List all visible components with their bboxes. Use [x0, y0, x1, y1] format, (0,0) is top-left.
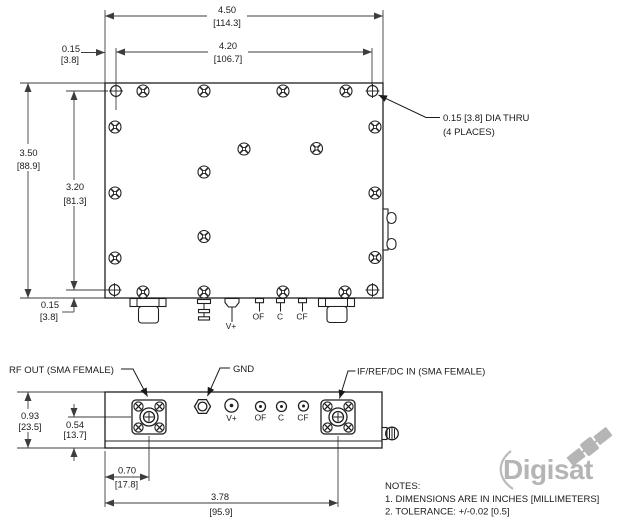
cf-feedthrough-front	[297, 400, 310, 412]
cf-feedthrough-top	[297, 297, 308, 312]
dim-height-holes-in: 3.20	[66, 182, 84, 192]
dim-width-total-in: 4.50	[218, 5, 236, 15]
top-view: V+ OF C CF 0.15 [3.8] DIA THRU (4 PLACES…	[104, 82, 530, 331]
dim-edge-offset-bottom-mm: [3.8]	[40, 312, 58, 322]
front-view: V+ OF C CF RF OUT (SMA FEMALE) GND IF/RE…	[9, 364, 485, 449]
c-feedthrough-top	[275, 297, 286, 312]
rf-out-label: RF OUT (SMA FEMALE)	[9, 365, 114, 376]
screw-icon	[368, 186, 382, 200]
mounting-hole-icon	[364, 83, 381, 99]
screw-icon	[197, 165, 211, 179]
dim-edge-offset-top-in: 0.15	[62, 44, 80, 54]
flange-screw-icon	[154, 422, 165, 433]
enclosure-outline-front	[104, 391, 383, 449]
dim-height-total-mm: [88.9]	[17, 161, 40, 171]
pin-label-vplus-top: V+	[226, 321, 237, 331]
pin-label-vplus-front: V+	[226, 413, 237, 423]
flange-screw-icon	[133, 422, 144, 433]
front-view-dimension-lines	[13, 391, 339, 507]
hole-callout-leader	[378, 94, 440, 118]
dim-front-height-mm: [23.5]	[18, 422, 41, 432]
screw-icon	[309, 141, 324, 156]
dim-width-total-mm: [114.3]	[213, 18, 241, 28]
vplus-feedthrough-front	[224, 398, 239, 413]
flange-screw-icon	[343, 422, 354, 433]
rf-out-sma-connector	[131, 399, 167, 435]
screw-icon	[197, 229, 211, 244]
watermark-swoosh	[499, 450, 514, 490]
notes-line2: 2. TOLERANCE: +/-0.02 [0.5]	[385, 507, 510, 518]
screw-icon	[197, 285, 211, 299]
screw-icon	[136, 84, 150, 98]
dim-width-holes-mm: [106.7]	[214, 54, 242, 64]
if-in-connector-top	[317, 297, 356, 324]
side-connector-front	[381, 426, 399, 441]
screw-icon	[276, 84, 290, 98]
mounting-hole-icon	[364, 282, 381, 298]
screw-icon	[339, 84, 353, 98]
dim-width-holes-in: 4.20	[219, 41, 237, 51]
hole-callout-line2: (4 PLACES)	[443, 127, 495, 138]
if-in-leader	[338, 370, 356, 399]
satellite-icon	[566, 427, 613, 466]
gnd-hex-nut	[193, 398, 212, 415]
pin-label-of-front: OF	[255, 413, 267, 423]
flange-screw-icon	[322, 422, 333, 433]
if-in-label: IF/REF/DC IN (SMA FEMALE)	[357, 367, 485, 378]
dim-connector-span-mm: [95.9]	[209, 507, 232, 517]
dim-height-total-in: 3.50	[19, 148, 37, 158]
pin-label-of-top: OF	[253, 312, 265, 322]
flange-screw-icon	[133, 401, 144, 412]
c-feedthrough-front	[275, 400, 288, 413]
rf-out-connector-top	[129, 297, 167, 324]
enclosure-outline-top	[104, 82, 384, 299]
of-feedthrough-front	[254, 400, 267, 413]
dim-edge-offset-bottom-in: 0.15	[41, 300, 59, 310]
pin-label-cf-front: CF	[297, 413, 308, 423]
pin-label-cf-top: CF	[296, 312, 307, 322]
watermark: Digisat	[499, 427, 613, 490]
dim-center-height-in: 0.54	[66, 420, 84, 430]
if-in-sma-connector	[320, 399, 356, 435]
notes-title: NOTES:	[385, 481, 420, 492]
dim-height-holes-mm: [81.3]	[63, 196, 86, 206]
dim-center-height-mm: [13.7]	[63, 430, 86, 440]
screw-icon	[368, 120, 382, 134]
notes-line1: 1. DIMENSIONS ARE IN INCHES [MILLIMETERS…	[385, 494, 599, 505]
screw-icon	[136, 285, 150, 299]
flange-screw-icon	[343, 401, 354, 412]
of-feedthrough-top	[254, 297, 265, 312]
gnd-label: GND	[233, 364, 254, 375]
screw-icon	[108, 251, 122, 265]
gnd-post-top	[196, 298, 212, 321]
vplus-feedthrough-top	[224, 297, 240, 322]
gnd-leader	[207, 367, 230, 397]
dim-connector-span-in: 3.78	[211, 492, 229, 502]
front-view-dimension-texts: 0.93 [23.5] 0.54 [13.7] 0.70 [17.8] 3.78…	[18, 411, 232, 517]
flange-screw-icon	[154, 401, 165, 412]
mounting-hole-icon	[108, 83, 124, 99]
dim-front-height-in: 0.93	[21, 411, 39, 421]
mounting-hole-icon	[106, 282, 123, 298]
screw-icon	[338, 285, 352, 299]
dim-edge-offset-top-mm: [3.8]	[61, 55, 79, 65]
flange-screw-icon	[322, 401, 333, 412]
screw-icon	[237, 142, 251, 156]
hole-callout-line1: 0.15 [3.8] DIA THRU	[443, 113, 530, 124]
dim-rf-offset-mm: [17.8]	[115, 480, 138, 490]
screw-icon	[108, 186, 122, 200]
screw-icon	[368, 250, 382, 265]
dim-rf-offset-in: 0.70	[118, 466, 136, 476]
pin-label-c-top: C	[277, 312, 283, 322]
top-view-dimension-texts: 4.50 [114.3] 4.20 [106.7] 0.15 [3.8] 3.5…	[17, 5, 242, 322]
screw-icon	[197, 84, 211, 98]
screw-icon	[108, 120, 122, 134]
screw-icon	[276, 285, 290, 299]
side-connector-bracket	[382, 208, 397, 251]
top-view-dimension-lines	[10, 2, 384, 313]
notes-block: NOTES: 1. DIMENSIONS ARE IN INCHES [MILL…	[385, 481, 599, 518]
rf-out-leader	[121, 368, 148, 397]
pin-label-c-front: C	[278, 413, 284, 423]
